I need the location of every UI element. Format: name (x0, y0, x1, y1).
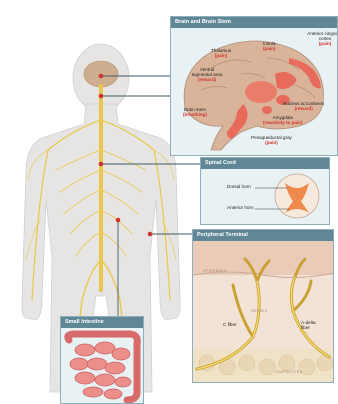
spinal-panel: Spinal Cord Dorsal horn Anterior horn (200, 157, 330, 225)
intestine-marker (116, 218, 121, 223)
label-amygdala: Amygdala (reactivity to pain) (263, 115, 303, 125)
brain-marker (99, 74, 104, 79)
label-a-delta-fiber: A-delta fiber (301, 320, 323, 330)
label-epidermis: EPIDERMIS (203, 269, 227, 273)
label-anterior-horn: Anterior horn (227, 205, 254, 210)
label-dorsal-horn: Dorsal horn (227, 184, 251, 189)
label-acc: Anterior cingulate cortex (pain) (307, 31, 338, 47)
label-insula: Insula (pain) (263, 41, 276, 51)
peripheral-marker (148, 232, 153, 237)
label-c-fiber: C fiber (223, 322, 237, 327)
label-vta: Ventral tegmental area (reward) (191, 67, 223, 83)
intestine-panel-title: Small Intestine (61, 317, 143, 328)
spinal-panel-title: Spinal Cord (201, 158, 329, 169)
peripheral-panel: Peripheral Terminal (192, 229, 334, 383)
label-nacc: Nucleus accumbens (reward) (283, 101, 324, 111)
spinal-marker (99, 162, 104, 167)
thalamus-region (245, 81, 277, 103)
brain-panel-title: Brain and Brain Stem (171, 17, 337, 28)
intestine-illustration (61, 328, 143, 403)
label-brainstem: Brain stem (breathing) (183, 107, 207, 117)
spinal-cross-section (201, 169, 329, 224)
brain-panel: Brain and Brain Stem Thalamus (pain) Ins… (170, 16, 338, 156)
amygdala-region (262, 106, 272, 114)
peripheral-panel-title: Peripheral Terminal (193, 230, 333, 241)
intestine-panel: Small Intestine (60, 316, 144, 404)
label-dermis: DERMIS (251, 309, 268, 313)
label-pag: Periaqueductal gray (pain) (251, 135, 292, 145)
label-adipocytes: ADIPOCYTES (275, 370, 302, 374)
brainstem-marker (99, 94, 104, 99)
label-thalamus: Thalamus (pain) (211, 48, 231, 58)
